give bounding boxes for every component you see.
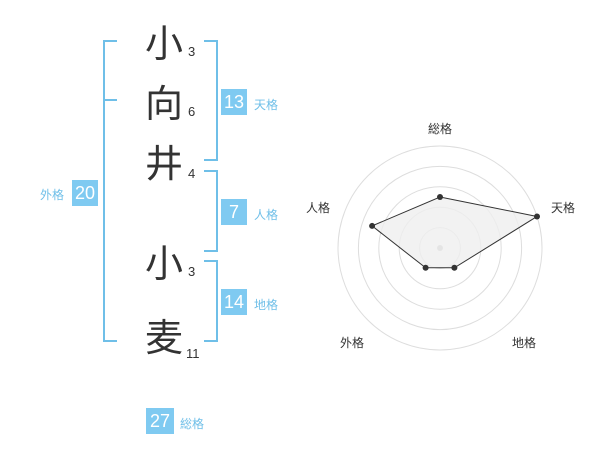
radar-point-4 [369,222,376,229]
stroke-count-4: 3 [188,264,196,279]
stroke-count-2: 6 [188,104,196,119]
name-char-4: 小 [144,241,183,286]
soukaku-label: 総格 [180,417,205,431]
name-char-2: 向 [144,81,183,126]
tenkaku-label: 天格 [254,98,279,112]
tenkaku-value: 13 [221,89,247,115]
radar-axis-label-gaikaku: 外格 [340,335,364,350]
jinkaku-label: 人格 [254,208,279,222]
chikaku-bracket [204,260,218,342]
jinkaku-value: 7 [221,199,247,225]
radar-shape [371,196,539,269]
stroke-count-5: 11 [186,346,200,361]
radar-axis-label-tenkaku: 天格 [551,200,575,215]
radar-axis-label-soukaku: 総格 [428,121,452,136]
jinkaku-bracket [204,170,218,252]
radar-ring [357,165,523,331]
gaikaku-bracket-tick [105,99,117,101]
tenkaku-bracket [204,40,218,161]
radar-ring [378,186,502,310]
gaikaku-value: 20 [72,180,98,206]
radar-point-2 [451,264,458,271]
gaikaku-bracket [103,40,117,342]
radar-axis-label-chikaku: 地格 [512,335,536,350]
radar-points [369,194,541,271]
radar-axis-label-jinkaku: 人格 [306,200,330,215]
stroke-count-1: 3 [188,44,196,59]
gaikaku-label: 外格 [40,188,65,202]
soukaku-value: 27 [146,408,174,434]
radar-point-1 [534,213,541,220]
chikaku-label: 地格 [254,298,279,312]
name-char-3: 井 [144,141,183,186]
name-char-1: 小 [144,21,183,66]
stroke-count-3: 4 [188,166,196,181]
radar-ring [337,145,543,351]
radar-point-0 [437,194,443,200]
radar-point-3 [422,264,429,271]
name-char-5: 麦 [144,315,183,360]
chikaku-value: 14 [221,289,247,315]
